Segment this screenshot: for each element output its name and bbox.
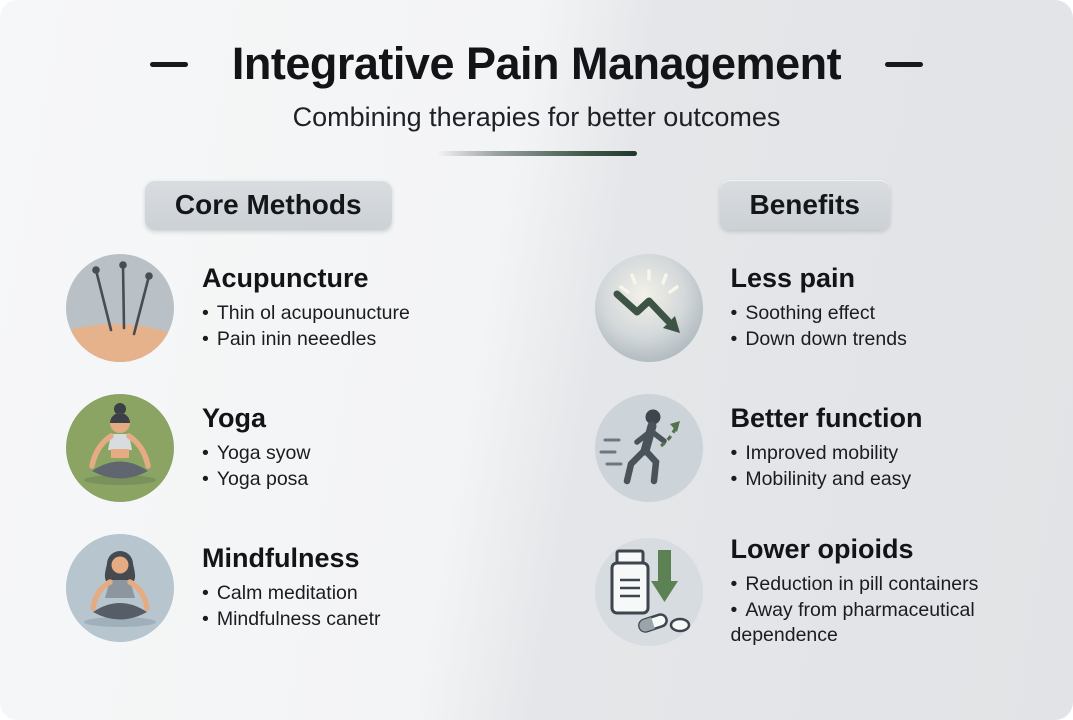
item-bullet: Calm meditation: [202, 581, 381, 607]
item-title: Better function: [730, 403, 923, 434]
core-methods-column: Core Methods: [0, 180, 537, 649]
item-bullets: Yoga syow Yoga posa: [202, 441, 311, 493]
item-bullet: Mindfulness canetr: [202, 607, 381, 633]
item-bullets: Thin ol acupounucture Pain inin neeedles: [202, 301, 410, 352]
item-title: Less pain: [730, 263, 856, 294]
item-bullet: Down down trends: [731, 327, 907, 353]
item-bullet: Thin ol acupounucture: [202, 301, 410, 327]
item-title: Mindfulness: [202, 543, 360, 574]
declining-trend-arrow-icon: [594, 254, 703, 362]
acupuncture-needles-icon: [66, 254, 174, 362]
item-bullets: Calm meditation Mindfulness canetr: [202, 581, 381, 632]
item-bullet: Yoga syow: [202, 441, 311, 467]
title-dash-left-icon: [149, 61, 188, 67]
item-bullets: Improved mobility Mobilinity and easy: [731, 441, 923, 492]
core-methods-badge: Core Methods: [144, 180, 392, 230]
item-title: Lower opioids: [730, 534, 914, 564]
item-bullet: Soothing effect: [731, 301, 907, 327]
pill-bottle-down-arrow-icon: [594, 537, 703, 646]
method-item-yoga: Yoga Yoga syow Yoga posa: [66, 394, 537, 502]
method-item-acupuncture: Acupuncture Thin ol acupounucture Pain i…: [66, 254, 537, 362]
meditation-pose-icon: [66, 534, 174, 642]
item-bullets: Reduction in pill containers Away from p…: [731, 572, 1041, 649]
benefit-item-better-function: Better function Improved mobility Mobili…: [594, 394, 1073, 502]
item-bullet: Improved mobility: [731, 441, 923, 467]
item-bullet: Yoga posa: [202, 467, 310, 493]
item-bullets: Soothing effect Down down trends: [731, 301, 907, 352]
subtitle: Combining therapies for better outcomes: [292, 102, 781, 132]
benefit-item-lower-opioids: Lower opioids Reduction in pill containe…: [594, 534, 1073, 649]
benefits-column: Benefits: [537, 180, 1073, 649]
method-item-mindfulness: Mindfulness Calm meditation Mindfulness …: [66, 534, 537, 642]
benefits-badge: Benefits: [719, 180, 890, 230]
item-title: Acupuncture: [202, 263, 369, 294]
yoga-lotus-pose-icon: [66, 394, 174, 502]
item-bullet: Away from pharmaceutical dependence: [731, 598, 1041, 649]
title-dash-right-icon: [885, 61, 924, 67]
page-title: Integrative Pain Management: [231, 38, 842, 89]
title-row: Integrative Pain Management: [0, 38, 1073, 90]
benefit-item-less-pain: Less pain Soothing effect Down down tren…: [594, 254, 1073, 362]
item-bullet: Reduction in pill containers: [731, 572, 1041, 598]
columns: Core Methods: [0, 180, 1073, 649]
item-bullet: Pain inin neeedles: [202, 327, 410, 353]
item-title: Yoga: [202, 403, 267, 434]
header-divider: [436, 151, 637, 156]
header: Integrative Pain Management Combining th…: [0, 38, 1073, 156]
item-bullet: Mobilinity and easy: [731, 467, 923, 493]
walking-person-icon: [594, 394, 703, 502]
